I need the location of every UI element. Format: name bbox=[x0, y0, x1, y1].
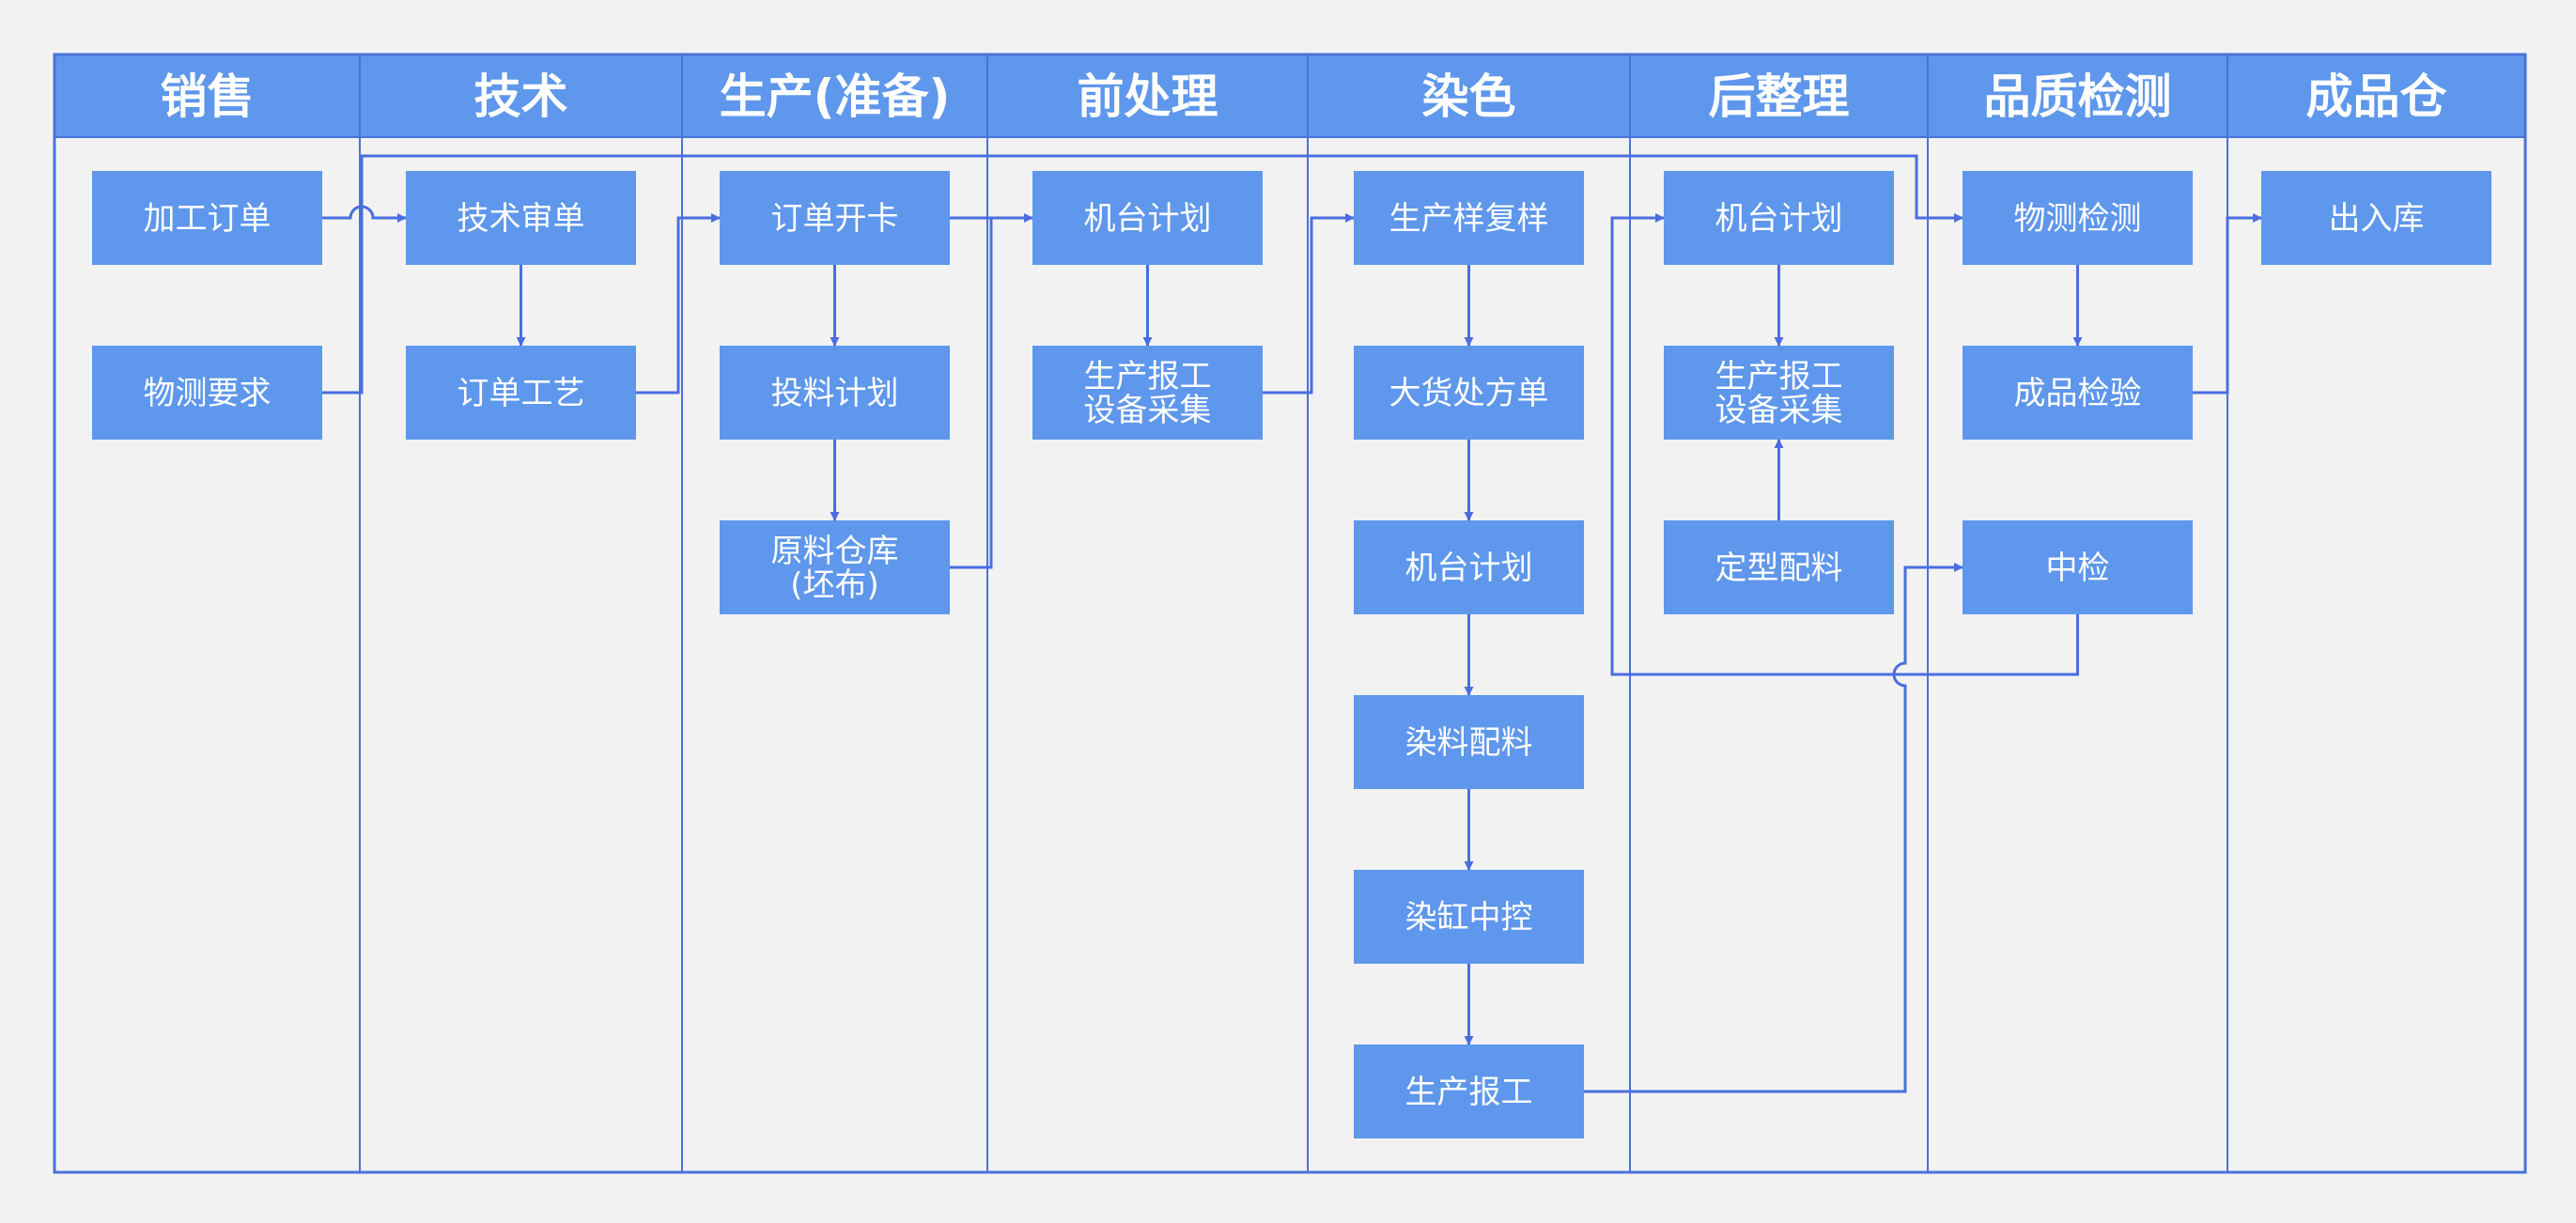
process-box-dye-control: 染缸中控 bbox=[1354, 870, 1584, 964]
process-box-rect bbox=[720, 520, 950, 614]
process-box-rect bbox=[1032, 346, 1263, 440]
process-box-rect bbox=[1963, 520, 2193, 614]
process-box-rect bbox=[1354, 870, 1584, 964]
process-box-rect bbox=[1354, 1045, 1584, 1138]
process-box-label: 大货处方单 bbox=[1389, 375, 1549, 412]
process-box-rect bbox=[720, 346, 950, 440]
process-box-rect bbox=[1354, 346, 1584, 440]
process-box-label: 原料仓库 bbox=[771, 533, 899, 570]
lane-title-4: 染色 bbox=[1422, 70, 1516, 124]
process-box-label: 染缸中控 bbox=[1405, 899, 1533, 937]
connector-pre-report-to-sample-recheck bbox=[1263, 213, 1355, 395]
connector-raw-warehouse-to-pre-machine bbox=[950, 218, 993, 569]
process-box-final-inspect: 成品检验 bbox=[1963, 346, 2193, 440]
process-box-label: 生产报工 bbox=[1084, 358, 1212, 395]
process-box-setting-batch: 定型配料 bbox=[1664, 520, 1894, 614]
process-boxes: 加工订单物测要求技术审单订单工艺订单开卡投料计划原料仓库(坯布)机台计划生产报工… bbox=[92, 171, 2491, 1138]
process-box-warehouse-io: 出入库 bbox=[2261, 171, 2491, 265]
process-box-label: 加工订单 bbox=[144, 200, 272, 238]
process-box-label: (坯布) bbox=[790, 566, 879, 604]
process-box-label: 投料计划 bbox=[771, 375, 899, 412]
process-box-label: 染料配料 bbox=[1405, 724, 1533, 762]
process-box-dye-batching: 染料配料 bbox=[1354, 695, 1584, 789]
process-box-label: 定型配料 bbox=[1715, 550, 1843, 587]
process-box-rect bbox=[1032, 171, 1263, 265]
process-box-label: 出入库 bbox=[2329, 200, 2425, 238]
process-box-rect bbox=[1664, 171, 1894, 265]
lane-header-0 bbox=[54, 54, 361, 138]
lane-title-1: 技术 bbox=[474, 70, 568, 124]
process-box-order-card: 订单开卡 bbox=[720, 171, 950, 265]
lane-header-1 bbox=[359, 54, 683, 138]
process-box-rect bbox=[720, 171, 950, 265]
process-box-label: 成品检验 bbox=[2014, 375, 2142, 412]
process-box-phys-req: 物测要求 bbox=[92, 346, 322, 440]
lane-header-2 bbox=[681, 54, 988, 138]
process-box-label: 生产报工 bbox=[1405, 1074, 1533, 1111]
process-box-label: 物测要求 bbox=[144, 375, 272, 412]
process-box-rect bbox=[1963, 171, 2193, 265]
lane-header-7 bbox=[2227, 54, 2526, 138]
lane-title-5: 后整理 bbox=[1709, 70, 1850, 124]
process-box-rect bbox=[1664, 520, 1894, 614]
lane-header-5 bbox=[1629, 54, 1929, 138]
process-box-phys-test: 物测检测 bbox=[1963, 171, 2193, 265]
process-box-label: 生产报工 bbox=[1715, 358, 1843, 395]
diagram-frame bbox=[53, 53, 2527, 1174]
lane-header-4 bbox=[1307, 54, 1631, 138]
process-box-rect bbox=[1354, 171, 1584, 265]
process-box-rect bbox=[1354, 695, 1584, 789]
process-box-label: 订单工艺 bbox=[458, 375, 585, 412]
process-box-label: 机台计划 bbox=[1715, 200, 1843, 238]
process-box-label: 订单开卡 bbox=[771, 200, 899, 238]
process-box-dye-report: 生产报工 bbox=[1354, 1045, 1584, 1138]
connector-phys-req-to-phys-test bbox=[322, 154, 1963, 395]
lane-header-3 bbox=[986, 54, 1309, 138]
process-box-rect bbox=[406, 346, 636, 440]
process-box-feed-plan: 投料计划 bbox=[720, 346, 950, 440]
process-box-rect bbox=[406, 171, 636, 265]
process-box-label: 设备采集 bbox=[1084, 392, 1212, 429]
process-box-sample-recheck: 生产样复样 bbox=[1354, 171, 1584, 265]
lane-title-3: 前处理 bbox=[1078, 70, 1218, 124]
process-box-label: 物测检测 bbox=[2014, 200, 2142, 238]
process-box-fin-machine: 机台计划 bbox=[1664, 171, 1894, 265]
process-box-rect bbox=[1963, 346, 2193, 440]
process-box-label: 机台计划 bbox=[1084, 200, 1212, 238]
process-box-pre-machine: 机台计划 bbox=[1032, 171, 1263, 265]
process-box-rect bbox=[1354, 520, 1584, 614]
process-box-dye-machine: 机台计划 bbox=[1354, 520, 1584, 614]
connector-order-process-to-order-card bbox=[636, 213, 721, 395]
process-box-label: 技术审单 bbox=[458, 200, 585, 238]
lane-title-6: 品质检测 bbox=[1984, 70, 2172, 124]
lane-title-2: 生产(准备) bbox=[720, 70, 951, 124]
process-box-label: 生产样复样 bbox=[1389, 200, 1549, 238]
process-box-bulk-recipe: 大货处方单 bbox=[1354, 346, 1584, 440]
process-box-rect bbox=[92, 346, 322, 440]
connector-mid-inspect-to-fin-machine bbox=[1610, 213, 2079, 676]
connectors bbox=[322, 154, 2262, 1093]
process-box-tech-review: 技术审单 bbox=[406, 171, 636, 265]
process-box-rect bbox=[92, 171, 322, 265]
process-box-label: 设备采集 bbox=[1715, 392, 1843, 429]
process-box-rect bbox=[2261, 171, 2491, 265]
process-box-label: 机台计划 bbox=[1405, 550, 1533, 587]
process-box-raw-warehouse: 原料仓库(坯布) bbox=[720, 520, 950, 614]
process-box-mid-inspect: 中检 bbox=[1963, 520, 2193, 614]
lane-title-7: 成品仓 bbox=[2306, 70, 2448, 124]
process-box-label: 中检 bbox=[2046, 550, 2110, 587]
process-box-order-process: 订单工艺 bbox=[406, 346, 636, 440]
lane-header-6 bbox=[1927, 54, 2228, 138]
process-box-rect bbox=[1664, 346, 1894, 440]
lane-title-0: 销售 bbox=[161, 70, 255, 124]
process-box-sales-order: 加工订单 bbox=[92, 171, 322, 265]
connector-final-inspect-to-warehouse-io bbox=[2193, 213, 2262, 395]
